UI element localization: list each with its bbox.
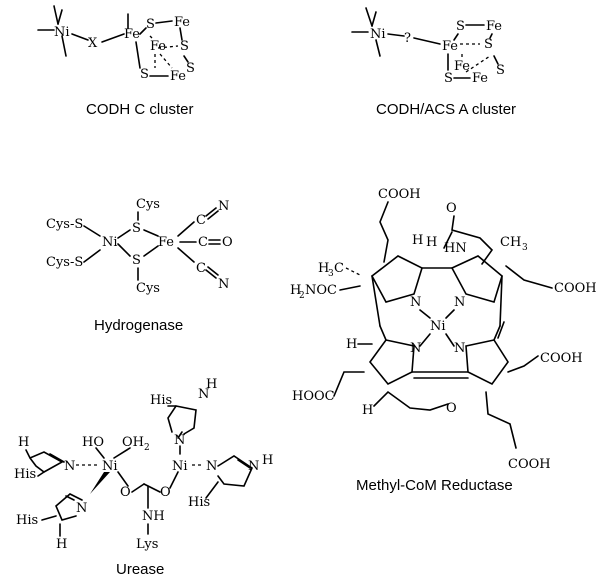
his-residue: His bbox=[188, 495, 210, 510]
amide-subscript: 2 bbox=[299, 291, 305, 301]
cyanide-nitrogen: N bbox=[218, 199, 229, 214]
ni-atom: Ni bbox=[102, 235, 118, 250]
cys-s-ligand: Cys-S bbox=[46, 255, 83, 270]
ketone-oxygen: O bbox=[446, 401, 457, 416]
methyl-c: C bbox=[334, 261, 344, 276]
unknown-bridge: ? bbox=[404, 31, 411, 46]
nh-group: NH bbox=[142, 509, 165, 524]
cys-ligand: Cys bbox=[136, 197, 160, 212]
oh2-subscript: 2 bbox=[144, 443, 150, 453]
h-atom: H bbox=[362, 403, 373, 418]
carbonyl-carbon: C bbox=[198, 235, 208, 250]
h-atom: H bbox=[56, 537, 67, 552]
codh-acs-a-cluster-label: CODH/ACS A cluster bbox=[376, 101, 516, 118]
his-residue: His bbox=[150, 393, 172, 408]
methyl-subscript: 3 bbox=[522, 243, 528, 253]
h-atom: H bbox=[206, 377, 217, 392]
methyl-group: CH bbox=[500, 235, 521, 250]
ni-atom: Ni bbox=[430, 319, 446, 334]
methyl-com-reductase-label: Methyl-CoM Reductase bbox=[356, 477, 513, 494]
lactam-nh: HN bbox=[444, 241, 467, 256]
fe-atom: Fe bbox=[442, 39, 458, 54]
fe-atom: Fe bbox=[486, 19, 502, 34]
s-atom: S bbox=[456, 19, 465, 34]
n-atom: N bbox=[206, 459, 217, 474]
ho-ligand: HO bbox=[82, 435, 104, 450]
fe-atom: Fe bbox=[174, 15, 190, 30]
urease-label: Urease bbox=[116, 561, 164, 578]
cooh-group: COOH bbox=[554, 281, 597, 296]
codh-c-cluster-structure: Ni X Fe S Fe Fe S S Fe S bbox=[37, 5, 195, 84]
cyanide-carbon: C bbox=[196, 213, 206, 228]
hydrogenase-label: Hydrogenase bbox=[94, 317, 183, 334]
lys-residue: Lys bbox=[136, 537, 158, 552]
ni-atom: Ni bbox=[172, 459, 188, 474]
cys-s-ligand: Cys-S bbox=[46, 217, 83, 232]
lactone-oxygen: O bbox=[446, 201, 457, 216]
s-atom: S bbox=[132, 221, 141, 236]
s-atom: S bbox=[444, 71, 453, 86]
codh-c-cluster-label: CODH C cluster bbox=[86, 101, 194, 118]
s-atom: S bbox=[132, 253, 141, 268]
cyanide-nitrogen: N bbox=[218, 277, 229, 292]
h-atom: H bbox=[412, 233, 423, 248]
fe-atom: Fe bbox=[454, 59, 470, 74]
cooh-group: COOH bbox=[508, 457, 551, 472]
s-atom: S bbox=[180, 39, 189, 54]
cyanide-carbon: C bbox=[196, 261, 206, 276]
his-residue: His bbox=[16, 513, 38, 528]
n-atom: N bbox=[454, 341, 465, 356]
fe-atom: Fe bbox=[150, 39, 166, 54]
hooc-group: HOOC bbox=[292, 389, 335, 404]
f430-cofactor-structure: COOH O HN H H CH 3 H 3 C H 2 NOC COOH bbox=[290, 187, 597, 472]
x-ligand: X bbox=[88, 36, 98, 51]
s-atom: S bbox=[140, 67, 149, 82]
his-residue: His bbox=[14, 467, 36, 482]
n-atom: N bbox=[174, 433, 185, 448]
amide-noc: NOC bbox=[305, 283, 337, 298]
h-atom: H bbox=[262, 453, 273, 468]
s-atom: S bbox=[146, 17, 155, 32]
cooh-group: COOH bbox=[540, 351, 583, 366]
o-atom: O bbox=[120, 485, 131, 500]
urease-structure: H His N HO OH 2 Ni N His H O O NH Lys Ni… bbox=[14, 377, 273, 552]
methyl-subscript: 3 bbox=[328, 269, 334, 279]
oh2-ligand: OH bbox=[122, 435, 144, 450]
n-atom: N bbox=[248, 459, 259, 474]
ni-atom: Ni bbox=[102, 459, 118, 474]
n-atom: N bbox=[410, 341, 421, 356]
methyl-h: H bbox=[318, 261, 329, 276]
cooh-group: COOH bbox=[378, 187, 421, 202]
amide-h: H bbox=[290, 283, 301, 298]
s-atom: S bbox=[496, 63, 505, 78]
n-atom: N bbox=[454, 295, 465, 310]
s-atom: S bbox=[484, 37, 493, 52]
h-atom: H bbox=[18, 435, 29, 450]
o-atom: O bbox=[160, 485, 171, 500]
carbonyl-oxygen: O bbox=[222, 235, 233, 250]
fe-atom: Fe bbox=[170, 69, 186, 84]
fe-atom: Fe bbox=[124, 27, 140, 42]
h-atom: H bbox=[426, 235, 437, 250]
ni-atom: Ni bbox=[370, 27, 386, 42]
s-atom: S bbox=[186, 61, 195, 76]
n-atom: N bbox=[64, 459, 75, 474]
h-atom: H bbox=[346, 337, 357, 352]
fe-atom: Fe bbox=[472, 71, 488, 86]
n-atom: N bbox=[410, 295, 421, 310]
hydrogenase-structure: Cys S Cys-S Ni Fe Cys-S S Cys C N C O C … bbox=[46, 197, 233, 296]
n-atom: N bbox=[198, 387, 209, 402]
fe-atom: Fe bbox=[158, 235, 174, 250]
codh-acs-a-cluster-structure: Ni ? Fe S Fe S Fe S Fe S bbox=[351, 7, 505, 86]
ni-atom: Ni bbox=[54, 25, 70, 40]
n-atom: N bbox=[76, 501, 87, 516]
cys-ligand: Cys bbox=[136, 281, 160, 296]
